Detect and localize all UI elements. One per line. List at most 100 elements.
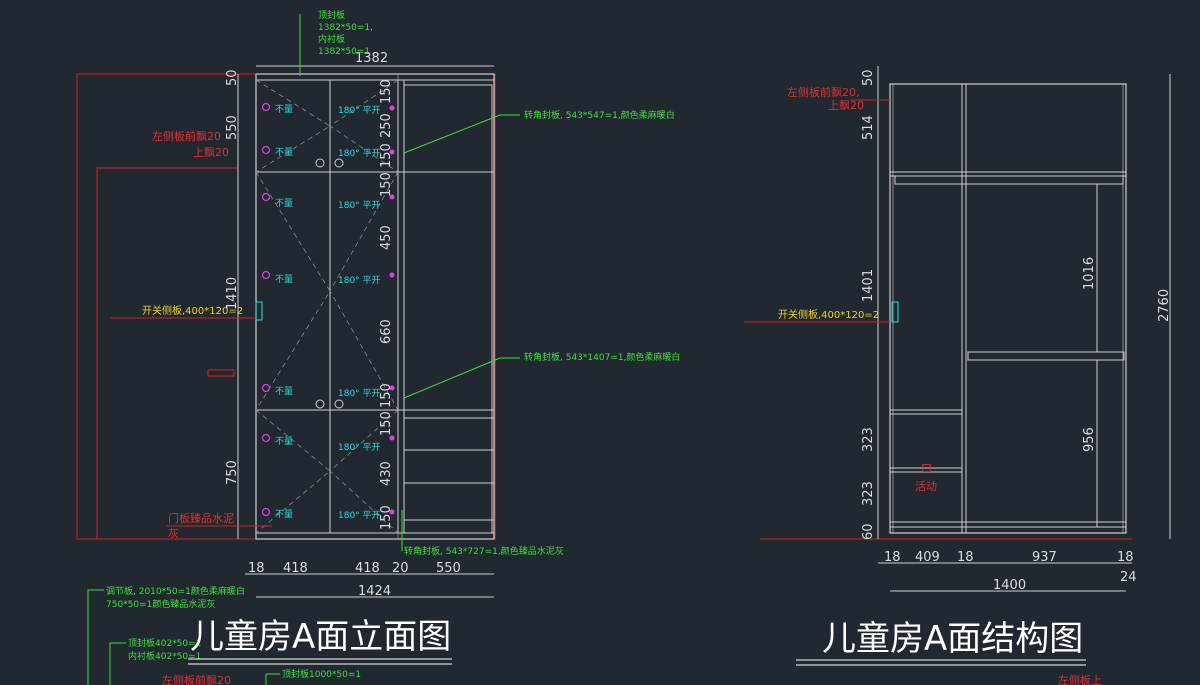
- annotation-top-board: 顶封板 1382*50=1, 内衬板 1382*50=1: [299, 9, 373, 76]
- svg-text:不量: 不量: [275, 274, 293, 285]
- door-labels-hinge: 180° 平开 180° 平开 180° 平开 180° 平开 180° 平开 …: [338, 105, 381, 521]
- svg-text:409: 409: [915, 550, 940, 565]
- svg-text:不量: 不量: [275, 104, 293, 115]
- open-shelf-frame: [403, 84, 493, 534]
- svg-text:1016: 1016: [1082, 257, 1097, 290]
- svg-text:250: 250: [379, 113, 394, 138]
- svg-text:顶封板1000*50=1: 顶封板1000*50=1: [282, 668, 361, 680]
- svg-text:180° 平开: 180° 平开: [338, 200, 381, 211]
- title-elevation: 儿童房A面立面图: [190, 617, 451, 657]
- right-structure: 1016 956 50 514 1401 323 323 60 2760 18 …: [744, 66, 1172, 685]
- svg-text:18: 18: [884, 550, 901, 565]
- svg-text:1382*50=1: 1382*50=1: [318, 47, 370, 57]
- svg-text:不量: 不量: [275, 436, 293, 447]
- door-handle: [207, 369, 235, 377]
- svg-text:20: 20: [392, 561, 409, 576]
- svg-text:180° 平开: 180° 平开: [338, 510, 381, 521]
- svg-text:430: 430: [379, 461, 394, 486]
- svg-text:750: 750: [225, 460, 240, 485]
- svg-text:180° 平开: 180° 平开: [338, 148, 381, 159]
- left-total-bottom: 1424: [358, 584, 391, 599]
- top-dim: 1382: [355, 51, 388, 66]
- svg-text:1382*50=1,: 1382*50=1,: [318, 23, 373, 33]
- svg-text:150: 150: [379, 411, 394, 436]
- svg-text:50: 50: [225, 69, 240, 86]
- svg-text:180° 平开: 180° 平开: [338, 388, 381, 399]
- title-structure: 儿童房A面结构图: [822, 619, 1083, 659]
- svg-text:活动: 活动: [915, 480, 937, 493]
- svg-text:550: 550: [225, 115, 240, 140]
- svg-text:不量: 不量: [275, 509, 293, 520]
- svg-text:24: 24: [1120, 570, 1137, 585]
- hanging-rail-mid: [967, 351, 1125, 361]
- svg-text:150: 150: [379, 505, 394, 530]
- svg-text:不量: 不量: [275, 198, 293, 209]
- svg-text:50: 50: [861, 69, 876, 86]
- annotation-left-side: 左侧板前飘20 上飘20: [152, 129, 229, 159]
- svg-text:750*50=1颜色臻品水泥灰: 750*50=1颜色臻品水泥灰: [106, 598, 215, 610]
- right-annotation-switch: 开关侧板,400*120=2: [744, 301, 899, 323]
- svg-text:调节板, 2010*50=1颜色柔麻暖白: 调节板, 2010*50=1颜色柔麻暖白: [106, 585, 245, 597]
- right-annotation-active: 口 活动: [915, 462, 937, 493]
- svg-text:180° 平开: 180° 平开: [338, 275, 381, 286]
- svg-text:956: 956: [1082, 427, 1097, 452]
- svg-text:左侧板前飘20: 左侧板前飘20: [152, 129, 221, 143]
- svg-text:1401: 1401: [861, 269, 876, 302]
- annotation-door-note: 门板臻品水泥 灰: [166, 511, 272, 540]
- hinge-markers: [261, 102, 271, 517]
- svg-text:150: 150: [379, 79, 394, 104]
- door-opening: [96, 167, 239, 540]
- svg-text:不量: 不量: [275, 386, 293, 397]
- svg-text:150: 150: [379, 143, 394, 168]
- right-total-height: 2760: [1157, 289, 1172, 322]
- hanging-rail-top: [894, 175, 1124, 185]
- svg-text:不量: 不量: [275, 147, 293, 158]
- svg-text:418: 418: [355, 561, 380, 576]
- annotation-seals: 转角封板, 543*547=1,颜色柔麻暖白 转角封板, 543*1407=1,…: [401, 109, 680, 557]
- svg-text:550: 550: [436, 561, 461, 576]
- svg-text:门板臻品水泥: 门板臻品水泥: [168, 511, 234, 525]
- svg-text:转角封板, 543*727=1,颜色臻品水泥灰: 转角封板, 543*727=1,颜色臻品水泥灰: [404, 545, 564, 557]
- right-annotation-left-side: 左侧板前飘20, 上飘20: [787, 85, 890, 112]
- svg-text:18: 18: [248, 561, 265, 576]
- svg-text:顶封板: 顶封板: [318, 9, 345, 21]
- svg-text:323: 323: [861, 481, 876, 506]
- svg-text:18: 18: [1117, 550, 1134, 565]
- svg-text:开关侧板,400*120=2: 开关侧板,400*120=2: [778, 308, 879, 321]
- door-labels-left: 不量 不量 不量 不量 不量 不量 不量: [275, 104, 293, 520]
- svg-text:18: 18: [957, 550, 974, 565]
- annotation-switch: 开关侧板,400*120=2: [110, 301, 263, 321]
- svg-text:转角封板, 543*547=1,颜色柔麻暖白: 转角封板, 543*547=1,颜色柔麻暖白: [524, 109, 675, 121]
- svg-text:180° 平开: 180° 平开: [338, 105, 381, 116]
- svg-text:内衬板402*50=1: 内衬板402*50=1: [128, 650, 201, 662]
- svg-text:上飘20: 上飘20: [828, 99, 864, 112]
- cabinet-outline: [255, 73, 495, 540]
- svg-text:顶封板402*50=1: 顶封板402*50=1: [128, 637, 201, 649]
- svg-text:内衬板: 内衬板: [318, 33, 345, 45]
- door-swing-lines: [255, 79, 399, 534]
- svg-text:左侧板上: 左侧板上: [1058, 673, 1102, 685]
- svg-text:60: 60: [861, 523, 876, 540]
- svg-text:660: 660: [379, 319, 394, 344]
- svg-text:上飘20: 上飘20: [193, 146, 229, 159]
- svg-text:514: 514: [861, 115, 876, 140]
- svg-text:转角封板, 543*1407=1,颜色柔麻暖白: 转角封板, 543*1407=1,颜色柔麻暖白: [524, 351, 680, 363]
- svg-text:418: 418: [283, 561, 308, 576]
- svg-text:灰: 灰: [168, 526, 179, 540]
- svg-text:180° 平开: 180° 平开: [338, 442, 381, 453]
- svg-text:323: 323: [861, 427, 876, 452]
- svg-text:937: 937: [1032, 550, 1057, 565]
- svg-text:450: 450: [379, 225, 394, 250]
- hinge-markers-right: [389, 105, 395, 515]
- svg-text:左侧板前飘20,: 左侧板前飘20,: [787, 85, 860, 99]
- svg-text:开关侧板,400*120=2: 开关侧板,400*120=2: [142, 304, 243, 317]
- door-knobs: [315, 158, 344, 409]
- svg-text:1410: 1410: [225, 277, 240, 310]
- svg-text:口: 口: [921, 462, 932, 475]
- annotation-adjust: 调节板, 2010*50=1颜色柔麻暖白 750*50=1颜色臻品水泥灰 顶封板…: [87, 585, 361, 685]
- left-elevation: 不量 不量 不量 不量 不量 不量 不量 180° 平开 180° 平开 180…: [76, 9, 680, 685]
- wall-outline: [76, 73, 496, 540]
- svg-text:左侧板前飘20: 左侧板前飘20: [162, 673, 231, 685]
